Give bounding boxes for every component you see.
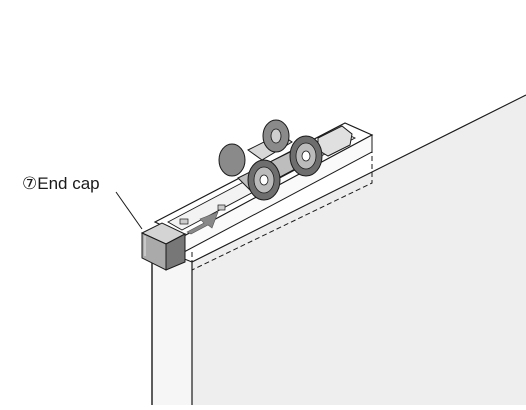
callout-leader-line <box>115 191 143 230</box>
roller-wheel-front-right-hub <box>301 150 311 162</box>
track-pin-1 <box>179 218 189 225</box>
callout-end-cap: ⑦End cap <box>22 174 100 194</box>
track-pin-2 <box>217 204 226 211</box>
insert-direction-arrow <box>186 211 219 235</box>
door-panel-top-edge <box>191 94 526 263</box>
roller-wheel-front-left-hub <box>259 174 269 186</box>
roller-wheel-rear-left <box>218 143 246 177</box>
callout-label-text: End cap <box>37 174 100 193</box>
door-panel-face <box>192 95 526 405</box>
roller-wheel-rear-right-hub <box>270 128 282 144</box>
hidden-track-outline <box>191 140 373 271</box>
door-panel-edge <box>152 246 192 405</box>
callout-number: ⑦ <box>22 174 38 193</box>
end-cap-side <box>165 233 186 271</box>
